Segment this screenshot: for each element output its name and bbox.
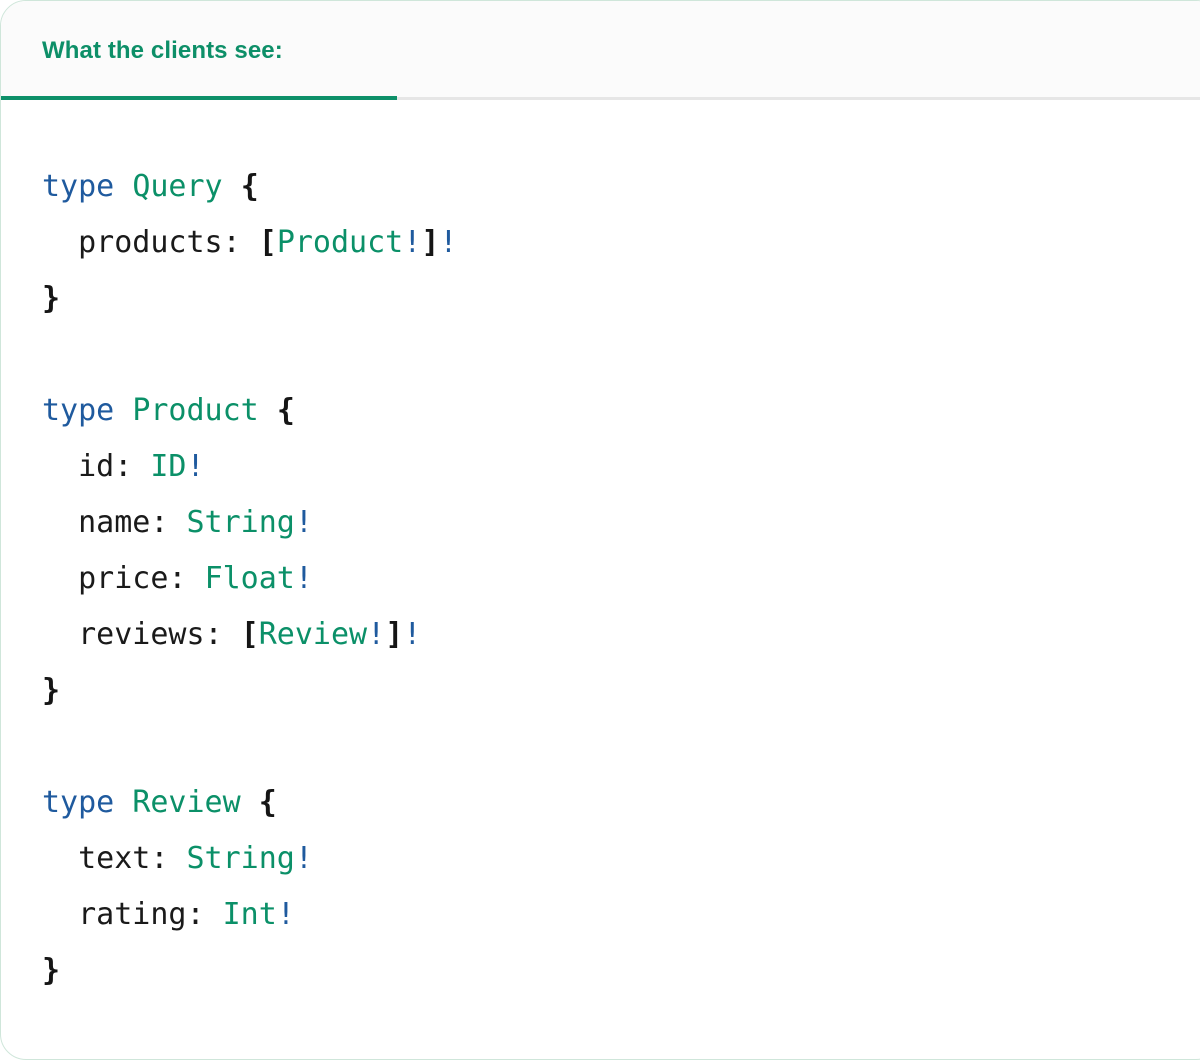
code-token-bang: ! <box>294 505 313 540</box>
code-token-field: price: <box>78 561 187 596</box>
code-token-type: Review <box>258 617 368 652</box>
code-token-plain <box>42 505 78 540</box>
code-token-plain <box>241 225 259 260</box>
code-token-keyword: type <box>42 393 115 428</box>
header-divider <box>1 97 1200 100</box>
code-token-plain <box>42 561 78 596</box>
code-token-type: Product <box>132 393 259 428</box>
code-token-field: reviews: <box>78 617 223 652</box>
code-token-plain <box>168 841 186 876</box>
code-token-plain <box>42 225 78 260</box>
code-token-keyword: type <box>42 169 115 204</box>
code-line: type Query { <box>42 159 1200 215</box>
code-token-bracket: ] <box>385 617 404 652</box>
code-token-plain <box>168 505 186 540</box>
code-line: } <box>42 271 1200 327</box>
code-token-plain <box>114 785 132 820</box>
code-token-bracket: [ <box>240 617 259 652</box>
code-area: type Query { products: [Product!]!} type… <box>1 100 1200 999</box>
code-token-type: Int <box>222 897 277 932</box>
tab-label: What the clients see: <box>42 36 283 64</box>
code-token-plain <box>42 449 78 484</box>
code-token-bang: ! <box>403 617 422 652</box>
code-line: } <box>42 943 1200 999</box>
code-token-punct: } <box>42 281 61 316</box>
code-token-punct: } <box>42 953 61 988</box>
code-line: price: Float! <box>42 551 1200 607</box>
code-token-field: id: <box>78 449 133 484</box>
code-token-field: products: <box>78 225 241 260</box>
code-token-type: Product <box>276 225 404 260</box>
code-token-plain <box>223 169 241 204</box>
code-token-type: Review <box>132 785 241 820</box>
code-token-field: name: <box>78 505 169 540</box>
code-token-plain <box>114 169 132 204</box>
code-token-bang: ! <box>186 449 205 484</box>
code-token-plain <box>132 449 150 484</box>
code-token-plain <box>42 897 78 932</box>
code-token-plain <box>42 617 78 652</box>
code-line: rating: Int! <box>42 887 1200 943</box>
code-token-bang: ! <box>439 225 458 260</box>
code-token-bang: ! <box>403 225 422 260</box>
code-line: type Product { <box>42 383 1200 439</box>
code-line <box>42 719 1200 775</box>
code-line <box>42 327 1200 383</box>
code-token-plain <box>223 617 241 652</box>
code-token-punct: { <box>240 169 259 204</box>
code-token-plain <box>114 393 132 428</box>
code-token-bracket: ] <box>421 225 440 260</box>
code-token-bang: ! <box>367 617 386 652</box>
code-token-bang: ! <box>294 561 313 596</box>
code-token-type: ID <box>150 449 187 484</box>
code-token-type: String <box>186 841 295 876</box>
code-line: id: ID! <box>42 439 1200 495</box>
code-line: } <box>42 663 1200 719</box>
code-line: text: String! <box>42 831 1200 887</box>
code-token-plain <box>241 785 259 820</box>
code-token-bang: ! <box>276 897 295 932</box>
code-line: name: String! <box>42 495 1200 551</box>
code-token-punct: } <box>42 673 61 708</box>
tab-active-underline <box>1 96 397 100</box>
code-token-plain <box>205 897 223 932</box>
code-line: type Review { <box>42 775 1200 831</box>
code-token-punct: { <box>276 393 295 428</box>
code-token-plain <box>259 393 277 428</box>
code-token-field: rating: <box>78 897 205 932</box>
code-token-plain <box>42 841 78 876</box>
code-token-field: text: <box>78 841 169 876</box>
code-token-bracket: [ <box>258 225 277 260</box>
code-token-keyword: type <box>42 785 115 820</box>
code-token-plain <box>187 561 205 596</box>
code-token-type: Query <box>132 169 223 204</box>
code-line: reviews: [Review!]! <box>42 607 1200 663</box>
code-token-punct: { <box>258 785 277 820</box>
card-header-tabbar: What the clients see: <box>1 1 1200 100</box>
code-token-type: String <box>186 505 295 540</box>
code-token-type: Float <box>204 561 295 596</box>
code-line: products: [Product!]! <box>42 215 1200 271</box>
graphql-schema-code[interactable]: type Query { products: [Product!]!} type… <box>1 159 1200 999</box>
tab-what-the-clients-see[interactable]: What the clients see: <box>1 1 397 100</box>
code-token-bang: ! <box>294 841 313 876</box>
